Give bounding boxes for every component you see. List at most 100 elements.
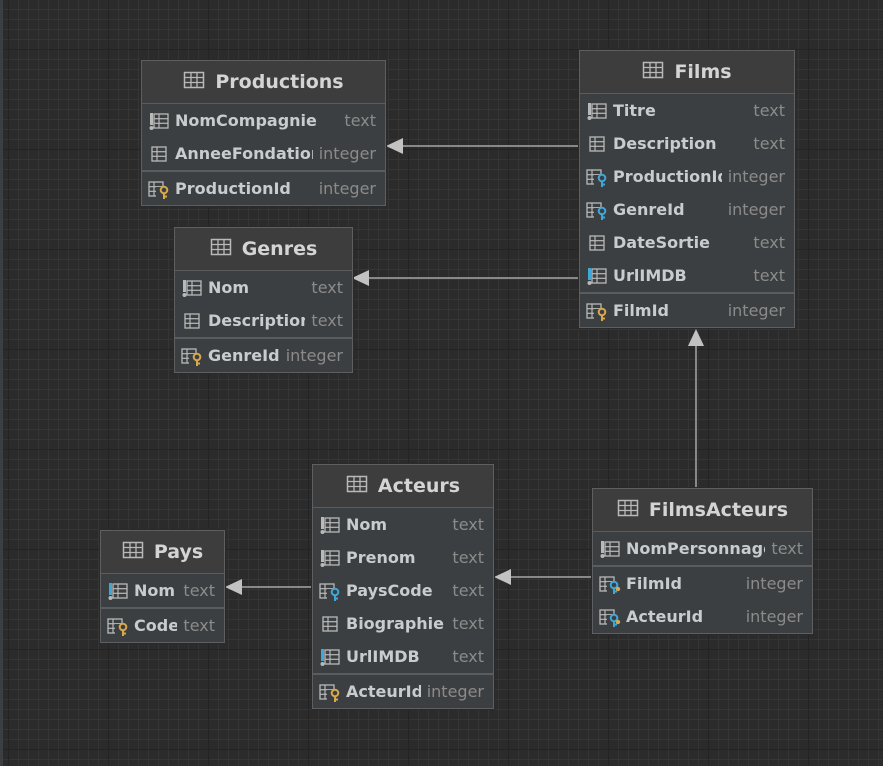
table-title: Acteurs: [377, 475, 461, 497]
column-type: integer: [727, 167, 785, 186]
table-header: Pays: [101, 531, 224, 574]
column-type: integer: [426, 682, 484, 701]
table-header: FilmsActeurs: [593, 489, 812, 532]
window-left-edge: [0, 0, 3, 766]
column-name: Prenom: [346, 548, 416, 567]
column-notnull-icon: [148, 111, 170, 131]
column-name: DateSortie: [613, 233, 710, 252]
column-name: FilmId: [626, 574, 682, 593]
column-icon: [586, 134, 608, 154]
column-name: Description: [208, 311, 306, 330]
key-separator: [101, 607, 224, 609]
column-unique-icon: [107, 581, 129, 601]
column-row-anneefondation[interactable]: AnneeFondation integer: [142, 137, 385, 170]
table-title: Genres: [241, 238, 318, 260]
column-name: Nom: [208, 278, 250, 297]
table-header: Films: [580, 51, 794, 94]
column-icon: [148, 144, 170, 164]
column-row-payscode[interactable]: PaysCode text: [313, 574, 493, 607]
column-type: text: [452, 647, 484, 666]
table-header: Genres: [175, 228, 352, 271]
column-row-description[interactable]: Description text: [580, 127, 794, 160]
column-type: text: [452, 614, 484, 633]
table-title: Films: [674, 61, 732, 83]
table-icon: [346, 475, 368, 498]
column-type: integer: [318, 144, 376, 163]
primary-key-icon: [148, 179, 170, 199]
key-separator: [313, 673, 493, 675]
column-type: text: [753, 233, 785, 252]
table-icon: [642, 61, 664, 84]
column-name: FilmId: [613, 301, 669, 320]
column-row-nomcompagnie[interactable]: NomCompagnie text: [142, 104, 385, 137]
column-name: PaysCode: [346, 581, 433, 600]
primary-key-icon: [107, 616, 129, 636]
column-notnull-icon: [319, 515, 341, 535]
column-icon: [586, 233, 608, 253]
column-name: NomCompagnie: [175, 111, 317, 130]
table-title: FilmsActeurs: [648, 499, 789, 521]
table-header: Productions: [142, 61, 385, 104]
primary-key-icon: [586, 301, 608, 321]
column-icon: [181, 311, 203, 331]
column-name: Nom: [134, 581, 176, 600]
column-row-nom[interactable]: Nom text: [313, 508, 493, 541]
column-name: Code: [134, 616, 178, 635]
foreign-key-icon: [319, 581, 341, 601]
column-type: integer: [318, 179, 376, 198]
key-row-acteurid[interactable]: ActeurId integer: [313, 675, 493, 708]
column-notnull-icon: [319, 548, 341, 568]
column-type: text: [183, 581, 215, 600]
foreign-primary-key-icon: [599, 574, 621, 594]
column-name: Titre: [613, 101, 656, 120]
table-header: Acteurs: [313, 465, 493, 508]
column-name: Description: [613, 134, 717, 153]
column-type: text: [311, 278, 343, 297]
column-name: NomPersonnage: [626, 539, 766, 558]
column-name: ActeurId: [626, 607, 704, 626]
table-icon: [183, 71, 205, 94]
column-type: text: [753, 266, 785, 285]
column-name: GenreId: [613, 200, 685, 219]
column-name: ActeurId: [346, 682, 421, 701]
column-type: text: [344, 111, 376, 130]
column-row-nom[interactable]: Nom text: [175, 271, 352, 304]
column-row-datesortie[interactable]: DateSortie text: [580, 226, 794, 259]
column-type: text: [753, 134, 785, 153]
column-name: Nom: [346, 515, 388, 534]
column-type: text: [452, 515, 484, 534]
relation-filmsacteurs-films: [688, 329, 704, 488]
column-type: integer: [727, 301, 785, 320]
key-row-filmid[interactable]: FilmId integer: [593, 567, 812, 600]
table-icon: [210, 238, 232, 261]
column-notnull-icon: [181, 278, 203, 298]
primary-key-icon: [319, 682, 341, 702]
key-separator: [593, 565, 812, 567]
column-name: AnneeFondation: [175, 144, 313, 163]
column-type: integer: [745, 574, 803, 593]
key-row-filmid[interactable]: FilmId integer: [580, 294, 794, 327]
column-type: text: [452, 581, 484, 600]
column-notnull-icon: [586, 101, 608, 121]
